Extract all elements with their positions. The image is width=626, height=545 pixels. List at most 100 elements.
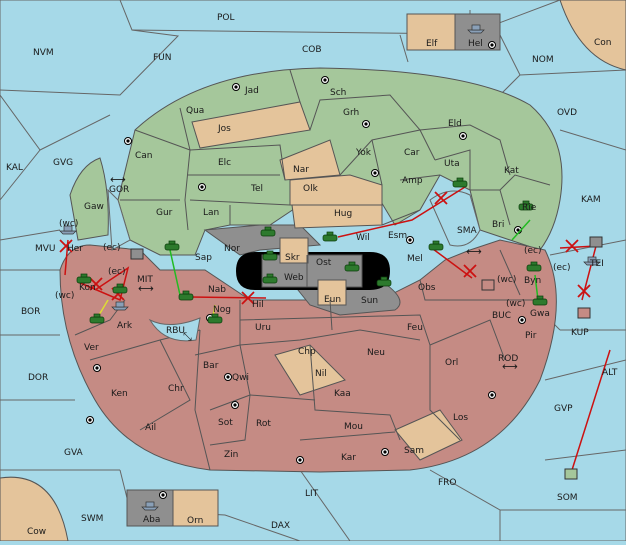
support-arrow xyxy=(169,249,181,296)
label-nab: Nab xyxy=(208,285,226,295)
label-kar: Kar xyxy=(341,453,356,463)
label-wil: Wil xyxy=(356,233,370,243)
label-sap: Sap xyxy=(195,253,212,263)
label-nom: NOM xyxy=(532,55,554,65)
label-cow: Cow xyxy=(27,527,46,537)
supply-center-icon xyxy=(488,391,496,399)
move-arrow xyxy=(64,239,69,276)
label-kup: KUP xyxy=(571,328,589,338)
label-coast-wc: (wc) xyxy=(59,219,78,229)
label-gur: Gur xyxy=(156,208,173,218)
label-tei: TEI xyxy=(589,259,604,269)
region-olk[interactable] xyxy=(289,174,383,206)
label-qwi: Qwi xyxy=(232,373,249,383)
label-sot: Sot xyxy=(218,418,233,428)
label-los: Los xyxy=(453,413,468,423)
army-unit-icon xyxy=(76,273,92,284)
supply-center-icon xyxy=(488,41,496,49)
label-mel: Mel xyxy=(407,254,423,264)
dislodged-unit-icon xyxy=(577,307,591,319)
label-coast-ec: (ec) xyxy=(524,246,542,256)
label-sch: Sch xyxy=(330,88,346,98)
label-hug: Hug xyxy=(334,209,352,219)
label-pol: POL xyxy=(217,13,235,23)
label-nvm: NVM xyxy=(33,48,54,58)
label-ver: Ver xyxy=(84,343,99,353)
label-uta: Uta xyxy=(444,159,460,169)
label-cob: COB xyxy=(302,45,322,55)
svg-text:⟷: ⟷ xyxy=(138,282,154,295)
label-kal: KAL xyxy=(6,163,23,173)
army-unit-icon xyxy=(262,273,278,284)
label-nar: Nar xyxy=(293,165,309,175)
region-nil[interactable] xyxy=(274,344,346,396)
label-skr: Skr xyxy=(285,253,300,263)
label-coast-ec: (ec) xyxy=(553,263,571,273)
region-sma-water xyxy=(429,190,481,247)
label-olk: Olk xyxy=(303,184,319,194)
label-nor: Nor xyxy=(224,244,240,254)
label-gaw: Gaw xyxy=(84,202,104,212)
label-fun: FUN xyxy=(153,53,172,63)
army-unit-icon xyxy=(428,240,444,251)
label-ail: Ail xyxy=(145,423,156,433)
army-unit-icon xyxy=(164,240,180,251)
label-swm: SWM xyxy=(81,514,103,524)
label-jad: Jad xyxy=(244,86,259,96)
label-elc: Elc xyxy=(218,158,231,168)
label-coast-ec: (ec) xyxy=(108,267,126,277)
label-grh: Grh xyxy=(343,108,359,118)
region-nor[interactable] xyxy=(203,224,322,256)
label-bar: Bar xyxy=(203,361,219,371)
army-unit-icon xyxy=(376,276,392,287)
region-sam[interactable] xyxy=(394,409,463,461)
label-chr: Chr xyxy=(168,384,184,394)
dislodged-unit-icon xyxy=(564,468,578,480)
supply-center-icon xyxy=(362,120,370,128)
box-elf[interactable] xyxy=(406,13,456,51)
army-unit-icon xyxy=(112,283,128,294)
fleet-unit-icon xyxy=(141,501,159,511)
army-unit-icon xyxy=(262,250,278,261)
label-ost: Ost xyxy=(316,258,332,268)
svg-text:⤡: ⤡ xyxy=(183,330,192,343)
label-coast-wc: (wc) xyxy=(497,275,516,285)
supply-center-icon xyxy=(371,169,379,177)
label-orn: Orn xyxy=(187,516,203,526)
supply-center-icon xyxy=(232,83,240,91)
army-unit-icon xyxy=(452,177,468,188)
label-car: Car xyxy=(404,148,420,158)
label-buc: BUC xyxy=(492,311,511,321)
green-borders xyxy=(120,69,551,231)
label-elf: Elf xyxy=(426,39,438,49)
label-gvp: GVP xyxy=(554,404,573,414)
label-con: Con xyxy=(594,38,612,48)
label-mvu: MVU xyxy=(35,244,56,254)
army-unit-icon xyxy=(178,290,194,301)
svg-text:⟷: ⟷ xyxy=(502,360,518,373)
label-can: Can xyxy=(135,151,153,161)
label-yok: Yok xyxy=(355,148,372,158)
label-rot: Rot xyxy=(256,419,271,429)
label-obs: Obs xyxy=(418,283,436,293)
dislodged-unit-icon xyxy=(130,248,144,260)
label-uru: Uru xyxy=(255,323,271,333)
region-gaw[interactable] xyxy=(69,157,109,241)
svg-text:⟷: ⟷ xyxy=(110,173,126,186)
region-skr[interactable] xyxy=(279,237,309,264)
region-eun[interactable] xyxy=(317,279,347,306)
box-orn[interactable] xyxy=(172,489,219,527)
army-unit-icon xyxy=(89,313,105,324)
label-ark: Ark xyxy=(117,321,133,331)
label-kon: Kon xyxy=(79,283,96,293)
move-arrow xyxy=(77,266,130,302)
army-unit-icon xyxy=(344,261,360,272)
supply-center-icon xyxy=(198,183,206,191)
label-coast-wc: (wc) xyxy=(506,299,525,309)
label-kat: Kat xyxy=(504,166,519,176)
label-neu: Neu xyxy=(367,348,385,358)
label-orl: Orl xyxy=(445,358,458,368)
fleet-unit-icon xyxy=(583,256,601,266)
label-ovd: OVD xyxy=(557,108,577,118)
